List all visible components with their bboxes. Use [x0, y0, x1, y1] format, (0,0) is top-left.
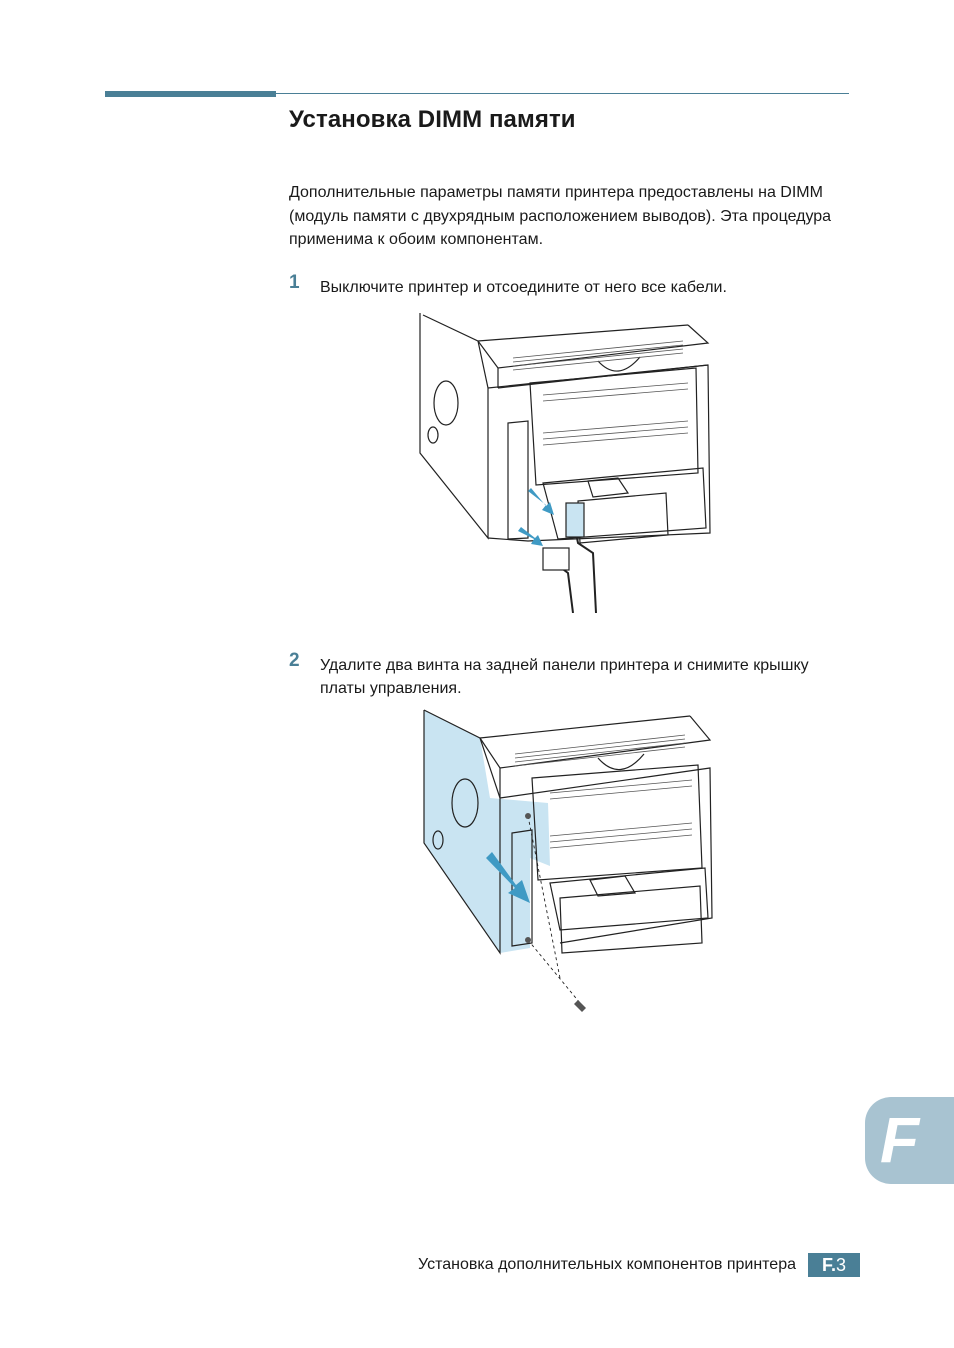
step-2-text: Удалите два винта на задней панели принт… — [320, 657, 809, 697]
step-1-text: Выключите принтер и отсоедините от него … — [320, 279, 727, 296]
page-prefix: F. — [821, 1255, 836, 1275]
header-rule-thick — [105, 91, 276, 97]
step-2-number: 2 — [289, 650, 300, 671]
footer-section-title: Установка дополнительных компонентов при… — [418, 1256, 796, 1273]
section-tab-letter: F — [880, 1104, 920, 1176]
section-tab — [865, 1097, 954, 1184]
page-number-badge: F.3 — [808, 1253, 860, 1277]
header-rule-thin — [276, 93, 849, 94]
printer-rear-remove-cover-illustration — [423, 709, 713, 1012]
page-title: Установка DIMM памяти — [289, 106, 576, 133]
intro-paragraph: Дополнительные параметры памяти принтера… — [289, 184, 832, 248]
printer-rear-cables-illustration — [419, 313, 711, 613]
step-1-number: 1 — [289, 272, 300, 293]
page-number: 3 — [836, 1255, 847, 1275]
